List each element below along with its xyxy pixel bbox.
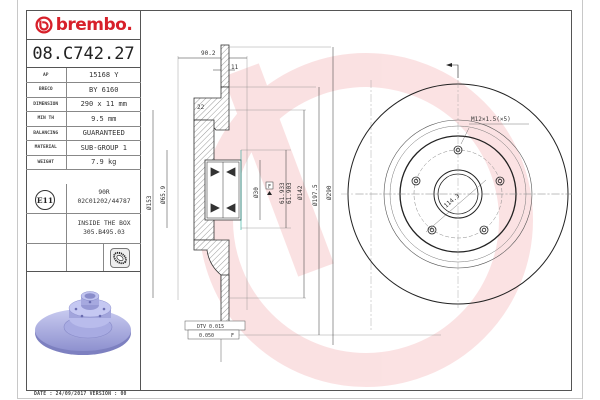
spec-label: BALANCING <box>26 126 67 141</box>
technical-drawing: 90.2 11 22 Ø153 Ø65.9 Ø30 61.933 61.903 … <box>141 10 572 391</box>
spec-label: WEIGHT <box>26 155 67 170</box>
bearing-kit-icon <box>110 248 130 268</box>
inside-box-code: 305.B495.03 <box>83 229 125 236</box>
spec-label: AP <box>26 68 67 83</box>
approval-regulation: 90R <box>98 189 110 196</box>
spec-label: MATERIAL <box>26 140 67 156</box>
dim-d65-9: Ø65.9 <box>160 186 167 204</box>
spec-value: 15168 Y <box>66 68 141 83</box>
sheet-inner-frame <box>26 10 572 391</box>
divider <box>66 184 67 213</box>
approval-text: 90R 02C01202/44787 <box>67 188 141 206</box>
brembo-logo-icon <box>35 15 53 34</box>
runout-tolerance: 0.050 <box>199 333 214 339</box>
spec-value: GUARANTEED <box>66 126 141 141</box>
thread-spec: M12×1.5(×5) <box>471 116 511 123</box>
dim-d61-933: 61.933 <box>279 182 286 204</box>
approval-row: E11 90R 02C01202/44787 <box>26 184 141 214</box>
divider <box>66 214 67 243</box>
brand-logo: brembo. <box>26 10 141 40</box>
dim-d197-5: Ø197.5 <box>312 184 319 206</box>
spec-label: MIN TH <box>26 111 67 127</box>
ece-approval-badge: E11 <box>35 190 55 210</box>
dim-d290: Ø290 <box>326 185 333 200</box>
sheet-outer-frame <box>17 0 583 399</box>
spec-value: 290 x 11 mm <box>66 97 141 112</box>
spec-value: BY 6160 <box>66 82 141 98</box>
dim-d142: Ø142 <box>297 185 304 200</box>
dtv-tolerance: DTV 0.015 <box>197 324 224 330</box>
inside-box-text: INSIDE THE BOX 305.B495.03 <box>67 219 141 237</box>
dim-hub-offset: 22 <box>197 104 205 111</box>
pcd-dim: 114.3 <box>443 192 462 209</box>
brand-name: brembo. <box>55 14 133 35</box>
spec-value: 7.9 kg <box>66 155 141 170</box>
approval-number: 02C01202/44787 <box>77 198 131 205</box>
kit-row <box>26 244 141 272</box>
dim-d30: Ø30 <box>253 187 260 198</box>
watermark-logo-icon <box>199 53 533 387</box>
runout-datum: F <box>231 333 234 339</box>
spec-value: SUB-GROUP 1 <box>66 140 141 156</box>
inside-box-row: INSIDE THE BOX 305.B495.03 <box>26 214 141 244</box>
spec-label: BRECO <box>26 82 67 98</box>
disc-3d-render <box>26 272 141 391</box>
dim-d153: Ø153 <box>146 195 153 210</box>
datum-f-label: F <box>268 184 271 190</box>
dim-d61-903: 61.903 <box>286 182 293 204</box>
spec-label: DIMENSION <box>26 97 67 112</box>
divider <box>66 244 67 271</box>
dim-disc-thickness: 11 <box>231 64 239 71</box>
date-version-footer: DATE : 24/09/2017 VERSION : 00 <box>34 392 127 397</box>
part-number: 08.C742.27 <box>26 40 141 68</box>
spec-value: 9.5 mm <box>66 111 141 127</box>
inside-box-label: INSIDE THE BOX <box>77 220 131 227</box>
dim-total-width: 90.2 <box>201 50 216 57</box>
divider <box>103 244 104 271</box>
